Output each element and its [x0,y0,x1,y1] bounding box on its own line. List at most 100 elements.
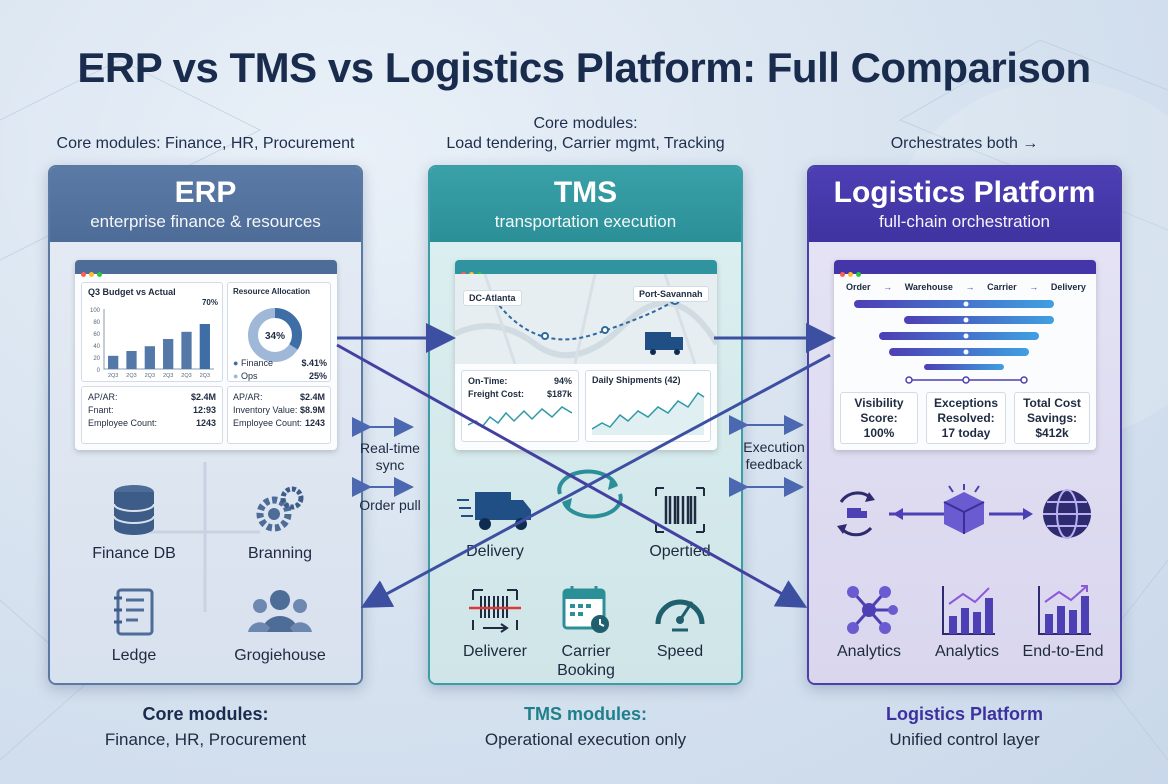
execution-feedback-line2: feedback [745,456,803,472]
y-tick-label: 40 [93,344,100,350]
network-icon [847,586,898,634]
ledger-label: Ledge [111,647,157,664]
lp-dashboard-window: Order→ Warehouse→ Carrier→ Delivery Visi… [834,260,1096,450]
window-titlebar [75,260,337,277]
lp-top-note: Orchestrates both → [890,135,1039,152]
end-to-end-label: End-to-End [1022,643,1104,660]
finance-db-label: Finance DB [92,545,176,562]
legend-ops-text: Ops [240,371,258,381]
database-icon [113,485,155,535]
speedometer-icon [655,599,705,632]
metric-row: AP/AR:$2.4M [88,391,216,404]
page-title: ERP vs TMS vs Logistics Platform: Full C… [77,44,1091,91]
budget-bar [199,324,210,369]
execution-feedback-label: Execution feedback [736,439,812,473]
erp-bottom-head: Core modules: [142,704,269,724]
freight-label: Freight Cost: [468,389,524,399]
resource-allocation-card: Resource Allocation 34% ● Finance$.41% ●… [227,282,331,382]
tms-header: TMS transportation execution [430,167,741,242]
legend-finance-label: ● Finance [233,357,273,370]
speed-item: Speed [610,582,741,661]
kpi-label: Visibility Score: [854,396,904,425]
tms-name: TMS [553,176,618,209]
erp-top-note: Core modules: Finance, HR, Procurement [56,135,355,152]
y-tick-label: 20 [93,356,100,362]
chart-axis [103,309,214,370]
legend-ops-value: 25% [308,371,327,381]
legend-row: ● Ops 25% [233,370,327,383]
lp-bottom-caption: Logistics Platform Unified control layer [807,703,1122,751]
ontime-sparkline [467,406,573,429]
metric-label: Fnant: [88,405,114,415]
tms-bottom-head: TMS modules: [523,704,647,724]
arrow-right-icon: → [1029,282,1039,292]
budget-bar [126,351,137,369]
legend-dot-icon: ● [233,358,239,368]
lp-body: Order→ Warehouse→ Carrier→ Delivery Visi… [809,242,1120,683]
metric-value: $8.9M [299,405,325,415]
kpi-row: On-Time: 94% [468,375,572,388]
tms-top-note: Core modules: Load tendering, Carrier mg… [428,114,743,154]
metric-label: Employee Count: [233,418,303,428]
tms-kpi-card: On-Time: 94% Freight Cost: $187k [461,370,579,442]
erp-metrics-right: AP/AR:$2.4M Inventory Value:$8.9M Employ… [227,386,331,444]
tms-bottom-caption: TMS modules: Operational execution only [428,703,743,751]
ledger-icon [114,588,154,636]
legend-ops-label: ● Ops [233,370,257,383]
kpi-value: $412k [1035,426,1069,440]
erp-bottom-caption: Core modules: Finance, HR, Procurement [48,703,363,751]
metric-value: 12:93 [192,405,216,415]
kpi-value: 100% [863,426,895,440]
lp-flow-row [837,484,1091,539]
erp-metrics-left: AP/AR:$2.4M Fnant: 12:93 Employee Count: 1… [81,386,223,444]
ontime-value: 94% [553,376,572,386]
y-tick-label: 0 [97,368,101,374]
order-pull-label: Order pull [359,497,421,513]
tms-subtitle: transportation execution [494,212,677,231]
analytics-network-item: Analytics [809,582,939,661]
growth-chart-icon [1038,585,1091,635]
analytics-bars-item: Analytics [897,582,1037,661]
maximize-dot-icon [856,272,861,277]
metric-label: Employee Count: [88,418,158,428]
gears-icon [256,486,304,532]
bar-chart-icon [942,586,995,635]
ontime-label: On-Time: [468,376,508,386]
end-to-end-item: End-to-End [993,582,1120,661]
kpi-savings: Total Cost Savings:$412k [1014,392,1090,444]
x-tick-label: 2Q3 [181,373,191,379]
legend-finance-text: Finance [240,358,273,368]
orchestration-timeline [854,300,1054,384]
erp-name: ERP [174,176,237,209]
x-tick-label: 2Q3 [108,373,118,379]
daily-shipments-card: Daily Shipments (42) [585,370,711,442]
arrow-right-icon: → [883,282,893,292]
lp-bottom-head: Logistics Platform [885,704,1044,724]
delivery-label: Delivery [466,543,524,560]
barcode-icon [655,487,705,533]
tms-top-note-line1: Core modules: [533,115,638,132]
opertied-label: Opertied [649,543,711,560]
lp-panel: Logistics Platform full-chain orchestrat… [807,165,1122,685]
erp-subtitle: enterprise finance & resources [90,212,321,231]
x-tick-label: 2Q3 [126,373,136,379]
budget-bar [163,339,174,369]
close-dot-icon [81,272,86,277]
realtime-sync-label: Real-time sync [355,440,425,474]
donut-legend: ● Finance $.41% ● Ops 25% [233,357,327,383]
flow-step: Carrier [987,282,1017,292]
y-tick-label: 100 [90,308,101,314]
erp-bottom-sub: Finance, HR, Procurement [104,730,307,749]
budget-bar [181,331,192,369]
grogiehouse-label: Grogiehouse [234,647,326,664]
grogiehouse-item: Grogiehouse [210,582,350,665]
freight-value: $187k [546,389,572,399]
window-titlebar [834,260,1096,277]
legend-finance-value: $.41% [301,358,327,368]
metric-row: Fnant: 12:93 [88,404,216,417]
map-origin-label: DC-Atlanta [463,290,522,306]
x-tick-label: 2Q3 [163,373,173,379]
